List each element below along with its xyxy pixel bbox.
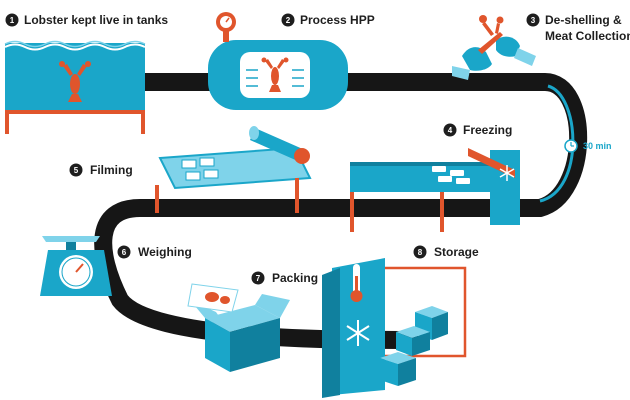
step-label: Lobster kept live in tanks xyxy=(24,13,168,27)
step-2: 2 Process HPP xyxy=(281,13,375,27)
step-label: Storage xyxy=(434,245,479,259)
step-number: 1 xyxy=(10,16,15,25)
freezing-table-icon xyxy=(350,148,520,232)
hpp-vessel-icon xyxy=(208,40,348,110)
step-7: 7 Packing xyxy=(251,271,318,285)
thermometer-icon xyxy=(350,264,363,302)
step-label: Weighing xyxy=(138,245,192,259)
step-badge xyxy=(413,245,427,259)
step-number: 3 xyxy=(531,16,536,25)
step-label: Process HPP xyxy=(300,13,375,27)
step-badge xyxy=(5,13,19,27)
step-number: 5 xyxy=(74,166,79,175)
step-label-line2: Meat Collection xyxy=(545,29,630,43)
step-badge xyxy=(443,123,457,137)
step-number: 2 xyxy=(286,16,291,25)
weighing-scale-icon xyxy=(40,236,112,296)
step-badge xyxy=(251,271,265,285)
cardboard-box-icon xyxy=(187,283,290,372)
pressure-gauge-icon xyxy=(216,12,236,42)
step-number: 4 xyxy=(448,126,453,135)
step-5: 5 Filming xyxy=(69,163,133,177)
step-label: Packing xyxy=(272,271,318,285)
step-1: 1 Lobster kept live in tanks xyxy=(5,13,168,27)
step-label: De-shelling & xyxy=(545,13,622,27)
step-6: 6 Weighing xyxy=(117,245,192,259)
lobster-tank-icon xyxy=(4,40,146,134)
step-badge xyxy=(69,163,83,177)
storage-freezer-icon xyxy=(322,258,467,398)
step-number: 8 xyxy=(418,248,423,257)
gloved-hands-icon xyxy=(452,15,536,80)
step-label: Freezing xyxy=(463,123,512,137)
step-8: 8 Storage xyxy=(413,245,479,259)
step-number: 7 xyxy=(256,274,261,283)
step-badge xyxy=(117,245,131,259)
step-badge xyxy=(281,13,295,27)
filming-table-icon xyxy=(155,126,312,213)
step-number: 6 xyxy=(122,248,127,257)
clock-icon xyxy=(564,139,578,153)
step-badge xyxy=(526,13,540,27)
snowflake-icon xyxy=(499,165,515,181)
step-label: Filming xyxy=(90,163,133,177)
step-3: 3 De-shelling & Meat Collection xyxy=(526,13,630,43)
duration-label: 30 min xyxy=(583,141,612,151)
step-4: 4 Freezing xyxy=(443,123,512,137)
